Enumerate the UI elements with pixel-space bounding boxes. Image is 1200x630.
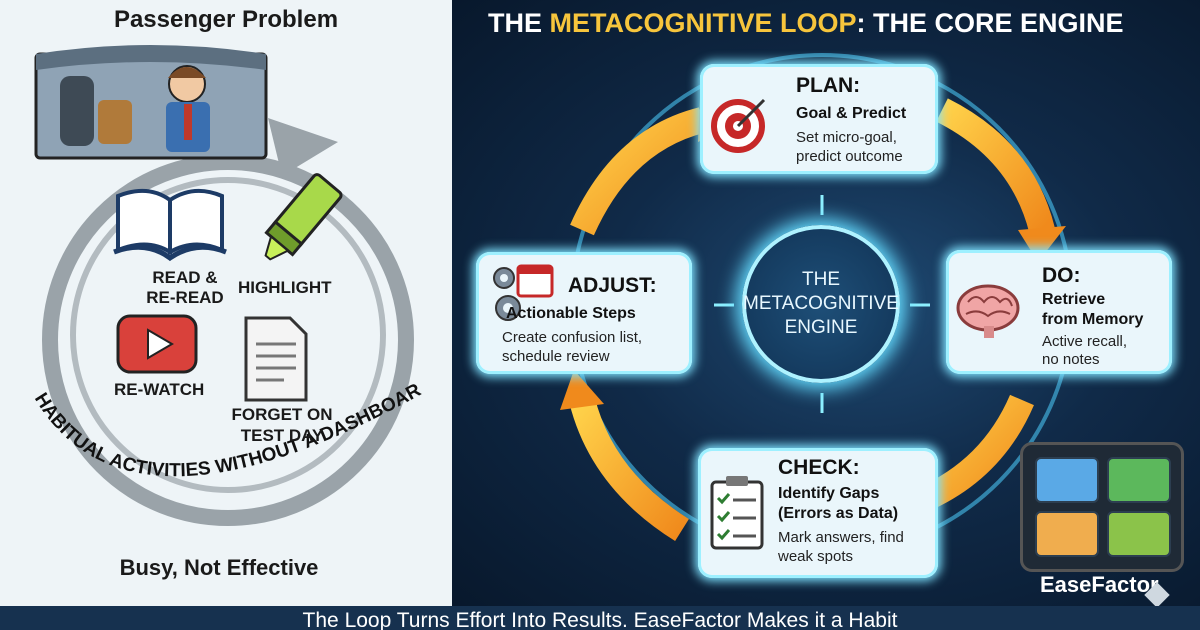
easefactor-tablet [1020, 442, 1184, 572]
engine-line2: METACOGNITIVE [743, 293, 899, 314]
activity-highlight-label: HIGHLIGHT [238, 278, 332, 297]
adjust-heading: ADJUST: [568, 274, 657, 297]
activity-forget-line1: FORGET ON [231, 405, 333, 424]
do-desc-line1: Active recall, [1042, 333, 1128, 350]
activity-rewatch-label: RE-WATCH [114, 380, 205, 399]
activity-read-label: READ & RE-READ [140, 268, 230, 308]
left-panel: Passenger Problem [0, 0, 452, 606]
footer-banner: The Loop Turns Effort Into Results. Ease… [0, 606, 1200, 630]
plan-subheading: Goal & Predict [796, 105, 907, 122]
video-play-icon [116, 314, 198, 374]
check-desc-line1: Mark answers, find [778, 529, 904, 546]
calendar-gear-icon [493, 264, 554, 321]
engine-line1: THE [802, 269, 840, 290]
plan-card: PLAN: Goal & Predict Set micro-goal, pre… [700, 64, 938, 174]
arrow-adjust-to-plan [570, 107, 706, 236]
do-subheading-line2: from Memory [1042, 311, 1144, 328]
adjust-desc-line1: Create confusion list, [502, 329, 643, 346]
open-book-icon [113, 188, 227, 262]
title-prefix: THE [488, 8, 550, 38]
activity-forget-line2: TEST DAY [240, 426, 324, 445]
title-highlight: METACOGNITIVE LOOP [549, 8, 857, 38]
cycle-arrow-ring [42, 154, 414, 526]
do-desc-line2: no notes [1042, 351, 1100, 368]
metacognitive-engine-hub: THE METACOGNITIVE ENGINE [742, 225, 900, 383]
activity-read-line1: READ & [152, 268, 218, 287]
plan-desc-line1: Set micro-goal, [796, 129, 897, 146]
brain-icon [956, 284, 1020, 338]
do-heading: DO: [1042, 264, 1081, 287]
brand-name: EaseFactor [1040, 572, 1159, 597]
plan-desc-line2: predict outcome [796, 148, 903, 165]
checklist-icon [710, 476, 764, 550]
left-illustration: HABITUAL ACTIVITIES WITHOUT A DASHBOARD [0, 0, 425, 526]
check-desc-line2: weak spots [778, 548, 854, 565]
cycle-arrow-head [268, 118, 338, 176]
check-subheading-line2: (Errors as Data) [778, 505, 899, 522]
page-title: THE METACOGNITIVE LOOP: THE CORE ENGINE [488, 8, 1124, 39]
footer-text: The Loop Turns Effort Into Results. Ease… [302, 609, 898, 630]
app-tile-cycle-icon [1035, 511, 1099, 557]
adjust-subheading: Actionable Steps [506, 305, 636, 322]
document-icon [244, 316, 308, 402]
passenger-car-icon [34, 45, 268, 160]
left-panel-title: Passenger Problem [113, 6, 339, 33]
target-icon [711, 98, 766, 153]
activity-read-line2: RE-READ [146, 288, 224, 307]
arrow-check-to-adjust [569, 396, 689, 542]
check-subheading-line1: Identify Gaps [778, 485, 880, 502]
activity-forget-label: FORGET ON TEST DAY [224, 404, 340, 446]
plan-heading: PLAN: [796, 74, 861, 97]
check-heading: CHECK: [778, 456, 860, 479]
engine-line3: ENGINE [784, 317, 858, 338]
check-card: CHECK: Identify Gaps (Errors as Data) Ma… [698, 448, 938, 578]
app-tile-book-icon [1035, 457, 1099, 503]
do-card: DO: Retrieve from Memory Active recall, … [946, 250, 1172, 374]
app-tile-calendar-icon [1107, 457, 1171, 503]
title-suffix: : THE CORE ENGINE [856, 8, 1124, 38]
adjust-card: ADJUST: Actionable Steps Create confusio… [476, 252, 692, 374]
left-panel-bottom-text: Busy, Not Effective [119, 555, 319, 580]
do-subheading-line1: Retrieve [1042, 291, 1106, 308]
highlighter-icon [264, 173, 343, 261]
app-tile-tools-icon [1107, 511, 1171, 557]
adjust-desc-line2: schedule review [502, 348, 610, 365]
arrow-plan-to-do [936, 98, 1055, 234]
